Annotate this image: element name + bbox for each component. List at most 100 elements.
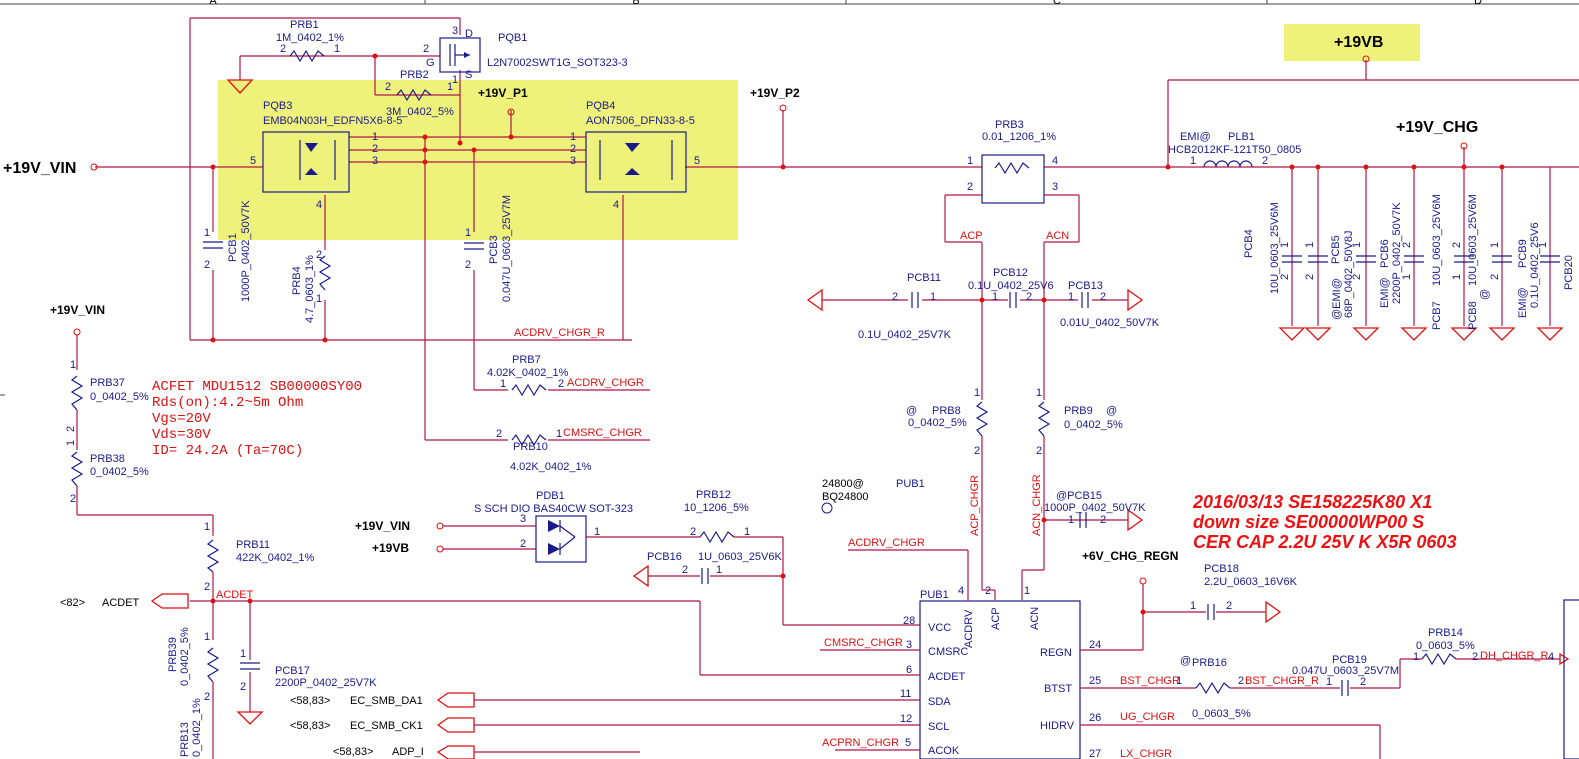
pcb15-value: 1000P_0402_50V7K [1044, 502, 1146, 514]
prb14-pin-b: 2 [1472, 651, 1478, 663]
prb7-pin-b: 2 [558, 378, 564, 390]
change-note: 2016/03/13 SE158225K80 X1 down size SE00… [1192, 492, 1456, 552]
pcb8-value: 10U_0603_25V6M [1467, 194, 1479, 286]
pqb1-pin-3: 3 [452, 25, 458, 37]
prb14-ref: PRB14 [1428, 627, 1463, 639]
pqb1-ref: PQB1 [498, 32, 527, 44]
pcb17-pin-a: 1 [240, 648, 246, 660]
pcb9-at: EMI@ [1517, 287, 1529, 318]
pub1-pin-vcc-num: 28 [903, 615, 915, 627]
pcb20-ref: PCB20 [1563, 255, 1575, 290]
pcb17-ref: PCB17 [275, 665, 310, 677]
junction-dots [210, 53, 1505, 615]
pqb3-pin-2: 2 [372, 143, 378, 155]
pub1-pin-sda-name: SDA [928, 696, 951, 708]
pcb13-pin-b: 2 [1100, 291, 1106, 303]
port-adp-name: ADP_I [392, 746, 424, 758]
fet-note-line-4: Vds=30V [152, 427, 211, 443]
pub1-pin-acp-num: 2 [985, 585, 991, 597]
pub1-pin-cmsrc-num: 3 [906, 639, 912, 651]
pcb9-value: 0.1U_0402_25V6 [1529, 222, 1541, 308]
pqb1-pin-d: D [465, 28, 473, 40]
pcb9-pin-a: 1 [1489, 242, 1501, 248]
pub1-ref2: PUB1 [920, 589, 949, 601]
rail-vin-label: +19V_VIN [3, 160, 76, 177]
net-acn: ACN [1046, 230, 1069, 242]
pqb4-pin-3: 3 [570, 155, 576, 167]
pub1-pin-acok-name: ACOK [928, 745, 960, 757]
pcb18-ref: PCB18 [1204, 563, 1239, 575]
pcb12-value: 0.1U_0402_25V6 [968, 280, 1054, 292]
prb38-value: 0_0402_5% [90, 466, 149, 478]
fet-highlight-area [218, 80, 738, 240]
net-acdrv-chgr2: ACDRV_CHGR [848, 537, 925, 549]
prb4-resistor: 2 1 PRB4 4.7_0603_1% [291, 249, 332, 323]
port-ck-ref: <58,83> [290, 720, 330, 732]
pcb3-ref: PCB3 [488, 235, 500, 264]
plb1-pin-b: 2 [1262, 155, 1268, 167]
pqb1-pin-1: 1 [452, 74, 458, 86]
net-acp: ACP [960, 230, 983, 242]
fet-note-line-1: ACFET MDU1512 SB00000SY00 [152, 379, 362, 395]
frame-column-labels: A B C D [209, 0, 1482, 7]
pcb11-12-13-group: PCB11 2 1 0.1U_0402_25V7K PCB12 0.1U_040… [806, 267, 1160, 341]
prb3-sense-resistor: PRB3 0.01_1206_1% 1 2 3 4 ACP ACN [944, 119, 1080, 400]
pcb11-pin-b: 1 [930, 291, 936, 303]
pcb16-ref: PCB16 [647, 551, 682, 563]
prb1-value: 1M_0402_1% [276, 32, 344, 44]
prb14-pin-4: 4 [1548, 651, 1554, 663]
net-bst-chgr: BST_CHGR [1120, 675, 1180, 687]
pqb4-mosfet: PQB4 AON7506_DFN33-8-5 1 2 3 4 5 [570, 100, 700, 211]
pub1-pin-acn-name: ACN [1029, 607, 1041, 630]
pcb8-pin-b: 1 [1451, 274, 1463, 280]
pcb13-value: 0.01U_0402_50V7K [1060, 317, 1160, 329]
prb4-ref: PRB4 [291, 266, 303, 295]
prb16-pin-a: 1 [1176, 675, 1182, 687]
pcb19-pin-b: 2 [1360, 676, 1366, 688]
prb3-pin-2: 2 [967, 181, 973, 193]
prb12-pin-b: 1 [744, 526, 750, 538]
prb10-value: 4.02K_0402_1% [510, 461, 592, 473]
pcb8-pin-a: 2 [1451, 242, 1463, 248]
pcb12-pin-b: 2 [1026, 291, 1032, 303]
pqb3-part: EMB04N03H_EDFN5X6-8-5 [263, 115, 402, 127]
prb2-pin-b: 1 [447, 81, 453, 93]
prb8-ref: PRB8 [932, 405, 961, 417]
prb3-pin-4: 4 [1052, 155, 1058, 167]
pcb1-pin-b: 2 [204, 259, 210, 271]
pub1-pin-regn-name: REGN [1040, 647, 1072, 659]
prb39-value: 0_0402_5% [179, 627, 191, 686]
pcb19-ref: PCB19 [1332, 654, 1367, 666]
pub1-pin-27-num: 27 [1089, 748, 1101, 759]
pdb1-pin-1: 1 [594, 526, 600, 538]
pub1-pin-btst-name: BTST [1044, 683, 1072, 695]
prb37-ref: PRB37 [90, 377, 125, 389]
ground-symbol-prb1 [226, 79, 254, 94]
pcb16-pin-b: 1 [716, 564, 722, 576]
pcb6-pin-a: 1 [1351, 242, 1363, 248]
pqb1-part: L2N7002SWT1G_SOT323-3 [487, 57, 628, 69]
pqb4-pin-2: 2 [570, 143, 576, 155]
pub1-pin-regn-num: 24 [1089, 639, 1101, 651]
plb1-at: EMI@ [1180, 131, 1211, 143]
col-d: D [1474, 0, 1482, 7]
prb39-ref: PRB39 [167, 637, 179, 672]
prb10-pin-b: 1 [556, 428, 562, 440]
pcb8-at: @ [1479, 289, 1491, 300]
pub1-charger-ic: 24800@ BQ24800 PUB1 PUB1 ACDRV_CHGR CMSR… [699, 478, 1101, 759]
pcb13-pin-a: 1 [1068, 291, 1074, 303]
pcb15-pin-a: 1 [1068, 514, 1074, 526]
pcb11-ref: PCB11 [907, 272, 941, 284]
fet-note-line-5: ID= 24.2A (Ta=70C) [152, 443, 303, 459]
prb39-pin-a: 1 [204, 631, 210, 643]
prb2-value: 3M_0402_5% [386, 106, 454, 118]
pub1-pin-cmsrc-name: CMSRC [928, 646, 968, 658]
prb16-ref: PRB16 [1192, 657, 1227, 669]
rail-vb2-label: +19VB [372, 541, 409, 555]
prb12-ref: PRB12 [696, 489, 731, 501]
pcb1-pin-a: 1 [204, 227, 210, 239]
port-acdet: <82> ACDET [60, 593, 189, 609]
prb11-value: 422K_0402_1% [236, 552, 315, 564]
fet-note-line-3: Vgs=20V [152, 411, 211, 427]
pcb9-pin-b: 2 [1489, 274, 1501, 280]
